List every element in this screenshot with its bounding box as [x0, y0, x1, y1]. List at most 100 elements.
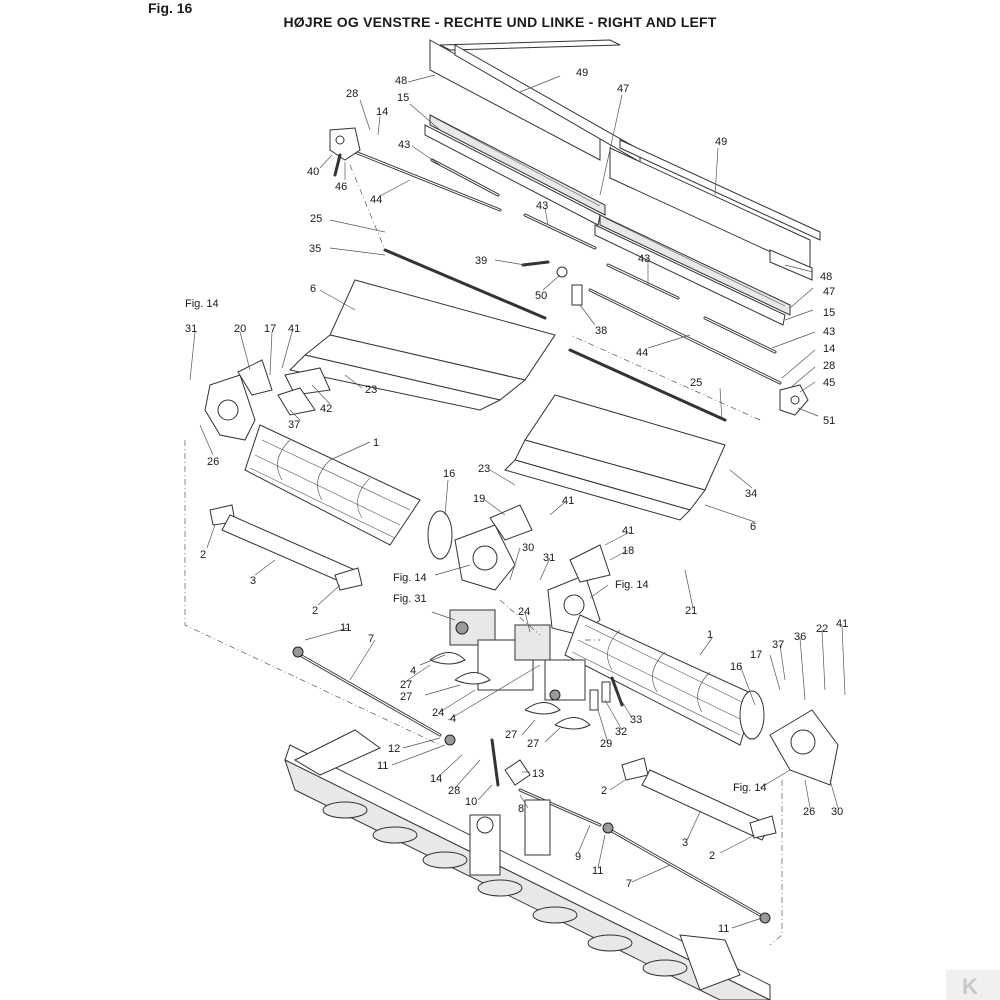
callout-label: 14: [430, 773, 442, 785]
callout-label: 42: [320, 403, 332, 415]
callout-label: 44: [636, 347, 648, 359]
bushing-50: [556, 266, 568, 278]
clamp-27-a: [429, 652, 466, 665]
callout-label: 6: [310, 283, 316, 295]
callout-label: 29: [600, 738, 612, 750]
callout-label: 11: [592, 865, 603, 877]
drive-shaft-7-left: [298, 653, 442, 737]
callout-label: 33: [630, 714, 642, 726]
callout-label: 41: [836, 618, 848, 630]
callout-label: 27: [505, 729, 517, 741]
main-frame: [284, 729, 771, 1000]
callout-label: 48: [395, 75, 407, 87]
strip-43-c: [606, 263, 680, 300]
plate-19: [489, 504, 533, 541]
callout-label: 4: [410, 665, 416, 677]
callout-label: 26: [207, 456, 219, 468]
callout-label: Fig. 14: [615, 579, 649, 591]
coupling-11-c: [602, 822, 614, 834]
callout-label: 39: [475, 255, 487, 267]
profile-15-right: [594, 224, 786, 326]
rod-35: [383, 248, 547, 320]
shield-2-b: [334, 567, 363, 591]
callout-label: 2: [200, 549, 206, 561]
callout-label: 45: [823, 377, 835, 389]
callout-label: 37: [288, 419, 300, 431]
callout-label: 7: [368, 633, 374, 645]
shaft-44-top: [348, 148, 502, 212]
pin-39: [521, 260, 550, 267]
callout-label: 2: [312, 605, 318, 617]
strip-43-b: [523, 213, 597, 250]
rod-34: [568, 348, 727, 422]
callout-label: 43: [638, 253, 650, 265]
callout-label: 22: [816, 623, 828, 635]
callout-label: 25: [310, 213, 322, 225]
callout-labels: 49 48 47 15 28 14 43 40 46 44 49 43 48 4…: [185, 67, 848, 935]
callout-label: 28: [346, 88, 358, 100]
callout-label: 8: [518, 803, 524, 815]
callout-label: 35: [309, 243, 321, 255]
callout-label: 40: [307, 166, 319, 178]
callout-label: 36: [794, 631, 806, 643]
side-plate-left: [204, 374, 256, 441]
callout-label: 49: [576, 67, 588, 79]
callout-label: 46: [335, 181, 347, 193]
callout-label: 30: [831, 806, 843, 818]
callout-label: Fig. 14: [393, 572, 427, 584]
clamp-27-d: [554, 717, 591, 730]
clamp-27-b: [454, 672, 491, 685]
callout-label: 16: [730, 661, 742, 673]
callout-label: 47: [823, 286, 835, 298]
callout-label: 4: [450, 713, 456, 725]
callout-label: 38: [595, 325, 607, 337]
callout-label: 15: [397, 92, 409, 104]
shield-2-c: [621, 757, 649, 781]
cutter-discs: [322, 801, 688, 977]
bracket-13: [504, 759, 531, 786]
coupling-11-a: [292, 646, 304, 658]
callout-label: 41: [622, 525, 634, 537]
callout-label: Fig. 31: [393, 593, 427, 605]
figure-label: Fig. 16: [148, 0, 193, 16]
gearbox-left: [449, 609, 534, 691]
plate-20: [237, 359, 273, 396]
callout-label: 23: [478, 463, 490, 475]
leader-lines: [189, 74, 846, 929]
callout-label: 3: [250, 575, 256, 587]
callout-label: 28: [823, 360, 835, 372]
callout-label: 48: [820, 271, 832, 283]
page-title: HØJRE OG VENSTRE - RECHTE UND LINKE - RI…: [283, 14, 717, 30]
callout-label: 20: [234, 323, 246, 335]
callout-label: 24: [432, 707, 444, 719]
callout-label: 2: [601, 785, 607, 797]
callout-label: 43: [398, 139, 410, 151]
callout-label: 43: [536, 200, 548, 212]
callout-label: 16: [443, 468, 455, 480]
strip-43-a: [430, 158, 500, 197]
callout-label: 7: [626, 878, 632, 890]
brand-logo: K: [946, 970, 1000, 1000]
callout-label: 11: [377, 760, 388, 772]
coupling-11-b: [444, 734, 456, 746]
callout-label: 3: [682, 837, 688, 849]
callout-label: 28: [448, 785, 460, 797]
svg-text:K: K: [962, 974, 978, 999]
callout-label: 31: [185, 323, 197, 335]
callout-label: 43: [823, 326, 835, 338]
callout-label: Fig. 14: [185, 298, 219, 310]
callout-label: 50: [535, 290, 547, 302]
clamp-27-c: [524, 702, 561, 715]
callout-label: 9: [575, 851, 581, 863]
profile-47-right: [599, 214, 791, 316]
callout-label: 41: [562, 495, 574, 507]
callout-label: 25: [690, 377, 702, 389]
side-plate-right: [769, 709, 839, 786]
assembly-lines: [184, 164, 783, 946]
drive-shaft-8: [518, 788, 602, 827]
lever-10: [490, 738, 500, 787]
rotor-1-right: [564, 614, 756, 746]
callout-label: 2: [709, 850, 715, 862]
side-plate-middle: [454, 524, 516, 591]
